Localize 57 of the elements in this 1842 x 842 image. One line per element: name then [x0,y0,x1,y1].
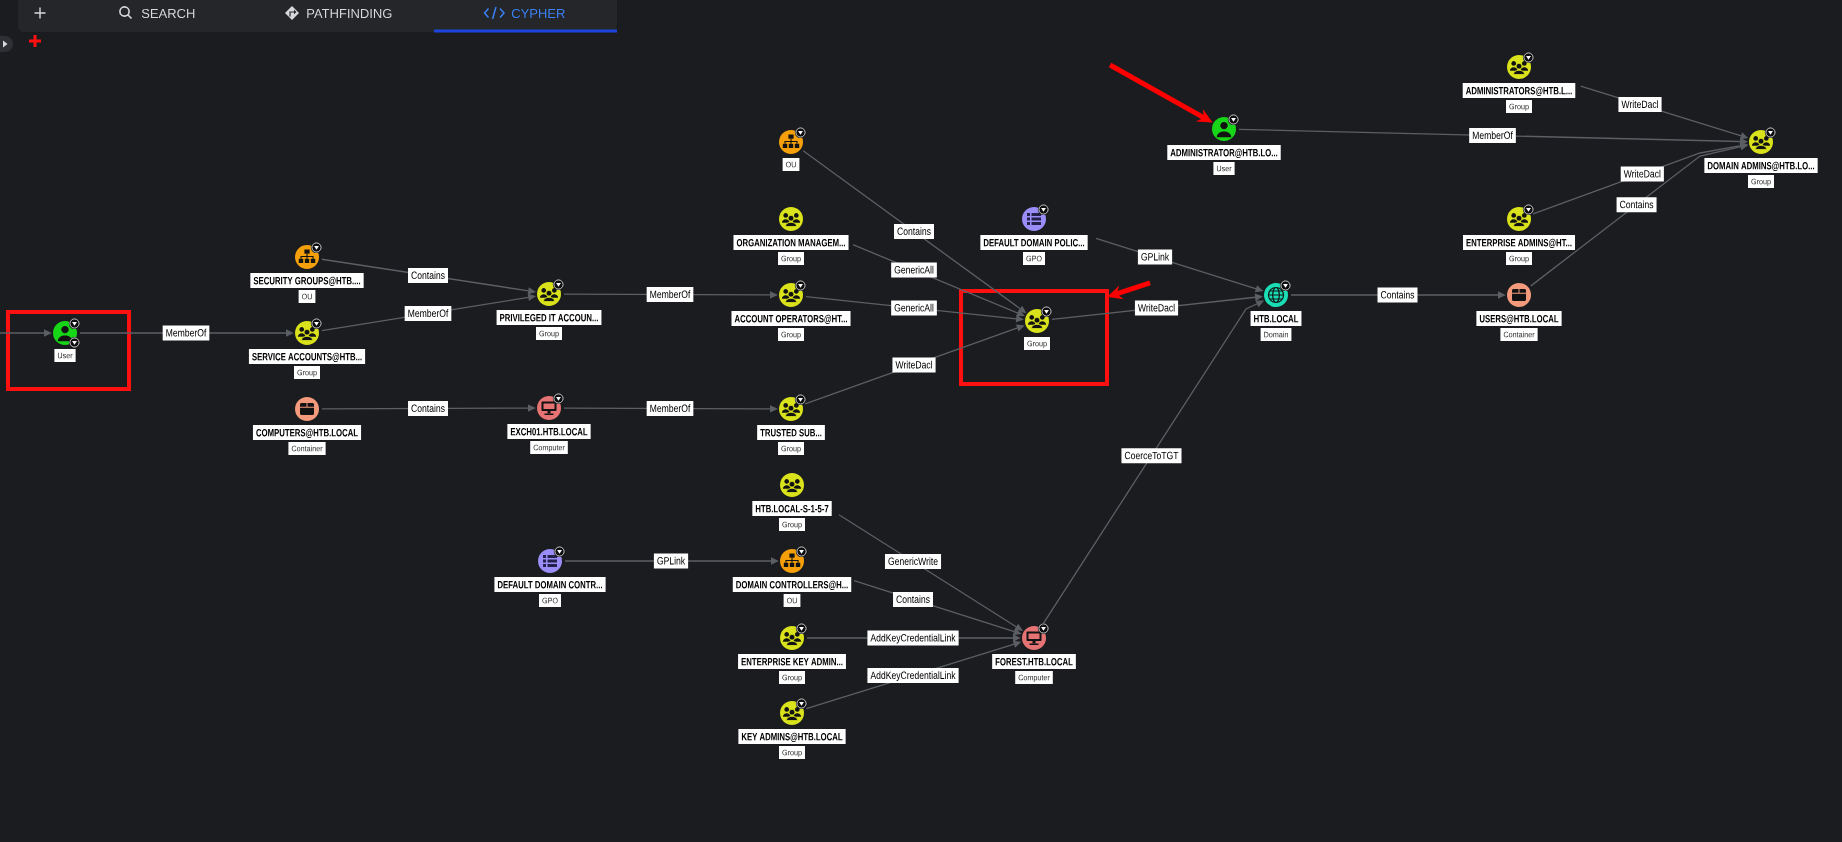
type-label: User [1213,162,1235,175]
edge-label: MemberOf [162,325,210,341]
name-label: TRUSTED SUB... [757,425,825,440]
name-label: HTB.LOCAL [1250,311,1302,326]
name-label: SECURITY GROUPS@HTB.... [250,273,364,288]
edge-label: Contains [408,268,448,283]
edge-label: MemberOf [646,401,694,416]
type-label: Container [288,442,326,455]
name-label: ACCOUNT OPERATORS@HT... [731,311,851,326]
name-label: FOREST.HTB.LOCAL [992,654,1076,669]
type-label: Group [1748,175,1774,188]
name-label: ENTERPRISE KEY ADMIN... [738,654,846,669]
tab-label: PATHFINDING [307,8,392,19]
name-label: ADMINISTRATORS@HTB.L... [1462,83,1576,98]
edge-label: GenericAll [891,300,937,316]
arrow [0,329,52,337]
type-label: Group [779,746,805,759]
edge-label: GenericWrite [884,554,942,569]
type-label: Group [778,252,804,265]
type-label: Group [1024,337,1050,350]
name-label: ORGANIZATION MANAGEM... [733,235,849,250]
type-label: Group [1506,252,1532,265]
arrow [838,514,1023,631]
edge-label: Contains [1377,287,1418,303]
type-label: Group [294,366,320,379]
type-label: Group [778,442,804,455]
edge-label: Contains [894,224,934,239]
name-label: PRIVILEGED IT ACCOUN... [496,310,602,325]
name-label: DOMAIN CONTROLLERS@H... [732,577,852,592]
name-label: ENTERPRISE ADMINS@HT... [1463,235,1575,250]
name-label: DEFAULT DOMAIN CONTR... [494,577,606,592]
edge-label: WriteDacl [892,357,936,373]
edge-label: GPLink [1137,249,1173,265]
name-label: EXCH01.HTB.LOCAL [507,424,591,439]
edge-label: Contains [893,592,933,607]
edge-label: Contains [1616,197,1657,213]
edge-label: MemberOf [1469,128,1516,143]
highlight-frame [6,310,131,391]
edge-label: AddKeyCredentialLink [867,630,959,646]
name-label: ADMINISTRATOR@HTB.LO... [1167,145,1281,160]
name-label: KEY ADMINS@HTB.LOCAL [738,729,846,744]
tab-label: SEARCH [141,8,195,19]
name-label: COMPUTERS@HTB.LOCAL [252,425,362,440]
name-label: USERS@HTB.LOCAL [1476,311,1562,326]
type-label: GPO [1023,252,1045,265]
edge-label: GenericAll [891,262,937,278]
edge-label: WriteDacl [1134,300,1179,316]
edge-label: Contains [408,401,448,416]
tab-label: CYPHER [511,8,565,19]
edge-label: CoerceToTGT [1121,448,1182,464]
type-label: Group [1506,100,1532,113]
type-label: Computer [530,441,568,454]
highlight-frame [959,289,1109,386]
type-label: GPO [539,594,561,607]
edge-label: GPLink [653,553,689,569]
name-label: DEFAULT DOMAIN POLIC... [980,235,1088,250]
edge-label: WriteDacl [1618,97,1662,112]
